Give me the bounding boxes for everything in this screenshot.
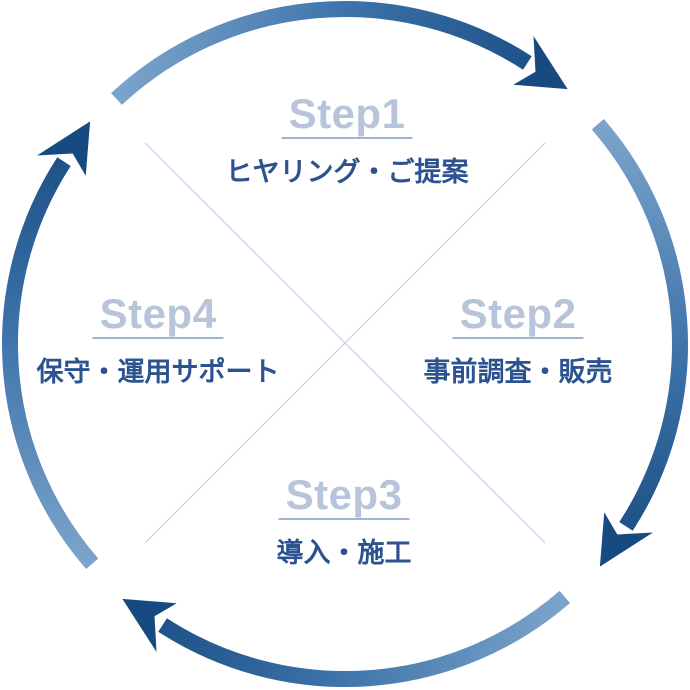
step-1-block: Step1 ヒヤリング・ご提案 xyxy=(226,93,469,188)
divider-line-tr-bl xyxy=(144,142,546,544)
cycle-arrow-top xyxy=(111,0,568,105)
cycle-arrow-bottom xyxy=(122,590,571,688)
step-4-label: Step4 xyxy=(92,293,224,339)
cycle-arrow-right xyxy=(591,118,688,567)
step-1-caption: ヒヤリング・ご提案 xyxy=(225,157,469,187)
step-1-label: Step1 xyxy=(281,93,413,139)
step-3-caption: 導入・施工 xyxy=(276,538,412,568)
step-2-caption: 事前調査・販売 xyxy=(423,357,613,387)
step-3-block: Step3 導入・施工 xyxy=(277,474,412,569)
step-2-label: Step2 xyxy=(452,293,584,339)
cycle-arrow-left xyxy=(2,121,99,570)
step-3-label: Step3 xyxy=(278,474,410,520)
step-4-caption: 保守・運用サポート xyxy=(36,357,280,387)
step-4-block: Step4 保守・運用サポート xyxy=(37,293,280,388)
step-2-block: Step2 事前調査・販売 xyxy=(424,293,613,388)
